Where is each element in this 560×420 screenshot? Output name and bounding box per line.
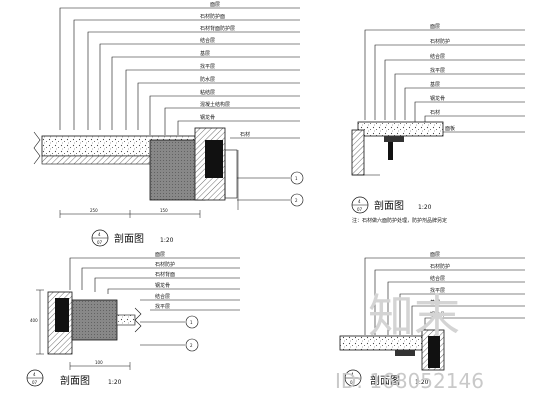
leader-label: 石材背面 <box>155 271 175 278</box>
leader-label: 结合层 <box>155 293 170 300</box>
section-2-leader-labels: 面层 石材防护 结合层 找平层 基层 钢龙骨 石材 面板 <box>430 24 455 132</box>
leader-label: 石材防护 <box>430 38 450 45</box>
ref-number: 4 <box>358 199 361 204</box>
steel-member <box>428 336 440 368</box>
leader-label: 钢龙骨 <box>155 282 170 289</box>
leader-label: 找平层 <box>200 63 215 70</box>
watermark-brand: 知末 <box>368 289 460 343</box>
section-4: 面层 石材防护 结合层 找平层 基层 钢龙骨 4 07 剖面图 1:20 <box>339 252 525 387</box>
section-3: 面层 石材防护 石材背面 钢龙骨 结合层 找平层 1 2 400 <box>26 252 240 387</box>
steel-member <box>384 136 404 142</box>
section-title: 剖面图 <box>374 199 404 212</box>
ref-sheet: 07 <box>357 207 363 212</box>
leader-label: 基层 <box>200 50 210 57</box>
section-1-callouts <box>237 171 304 207</box>
section-3-title-block: 4 07 剖面图 1:20 <box>26 369 122 387</box>
callout-number: 2 <box>295 198 298 203</box>
section-scale: 1:20 <box>160 237 174 244</box>
section-note: 注：石材做六面防护处理，防护剂品牌另定 <box>352 217 447 224</box>
leader-label: 基层 <box>430 299 440 306</box>
leader-label: 钢龙骨 <box>430 311 445 318</box>
break-line <box>33 131 41 165</box>
leader-label: 石材 <box>430 109 440 116</box>
leader-label: 石材防护 <box>155 261 175 268</box>
section-1-leaders <box>59 7 300 139</box>
leader-label: 石材背面防护层 <box>200 25 235 32</box>
steel-member <box>205 140 223 178</box>
section-1-dimensions <box>59 150 239 218</box>
section-4-leaders <box>364 257 525 335</box>
section-2-leaders <box>364 29 525 133</box>
watermark-id: ID: 168052146 <box>335 369 484 393</box>
leader-label: 防水层 <box>200 76 215 83</box>
watermark: 知末 ID: 168052146 <box>335 289 484 393</box>
leader-label: 找平层 <box>430 67 445 74</box>
ref-sheet: 07 <box>32 380 38 385</box>
dimension-value: 250 <box>90 208 98 213</box>
leader-label: 石材防护面 <box>200 13 225 20</box>
leader-label: 找平层 <box>155 303 170 310</box>
section-3-leaders <box>69 257 240 311</box>
section-2: 面层 石材防护 结合层 找平层 基层 钢龙骨 石材 面板 4 07 剖面图 1:… <box>351 24 525 224</box>
leader-label: 钢龙骨 <box>200 114 215 121</box>
leader-label: 面板 <box>445 125 455 132</box>
section-3-callouts <box>140 315 199 352</box>
section-3-leader-labels: 面层 石材防护 石材背面 钢龙骨 结合层 找平层 <box>155 252 175 310</box>
section-title: 剖面图 <box>114 232 144 245</box>
break-line <box>134 307 142 333</box>
leader-label: 面层 <box>155 252 165 258</box>
section-title: 剖面图 <box>60 374 90 387</box>
stone-slab <box>357 121 444 137</box>
leader-label: 找平层 <box>430 287 445 294</box>
leader-label: 钢龙骨 <box>430 95 445 102</box>
leader-label: 结合层 <box>430 53 445 60</box>
bracket <box>395 350 415 356</box>
leader-label: 石材防护 <box>430 263 450 270</box>
stone-slab <box>116 314 136 326</box>
steel-member <box>55 298 69 332</box>
callout-number: 1 <box>190 320 193 325</box>
frame-profile <box>224 149 238 199</box>
ref-number: 4 <box>351 372 354 377</box>
section-4-leader-labels: 面层 石材防护 结合层 找平层 基层 钢龙骨 <box>430 252 450 318</box>
section-title: 剖面图 <box>370 374 400 387</box>
bracket <box>388 142 393 160</box>
ref-number: 4 <box>33 372 36 377</box>
leader-label: 结合层 <box>200 37 215 44</box>
ref-number: 4 <box>98 232 101 237</box>
section-scale: 1:20 <box>415 379 429 386</box>
section-4-title-block: 4 07 剖面图 1:20 <box>344 369 429 387</box>
leader-label: 混凝土结构层 <box>200 101 230 108</box>
callout-number: 1 <box>295 176 298 181</box>
leader-label: 粘结层 <box>200 89 215 96</box>
leader-label: 面层 <box>430 252 440 258</box>
section-2-title-block: 4 07 剖面图 1:20 <box>351 196 432 214</box>
dimension-value: 150 <box>160 208 168 213</box>
leader-label: 结合层 <box>430 275 445 282</box>
section-1-leader-labels: 面层 石材防护面 石材背面防护层 结合层 基层 找平层 防水层 粘结层 混凝土结… <box>200 2 250 138</box>
leader-label: 石材 <box>240 131 250 138</box>
section-scale: 1:20 <box>108 379 122 386</box>
section-1: 面层 石材防护面 石材背面防护层 结合层 基层 找平层 防水层 粘结层 混凝土结… <box>33 2 304 247</box>
section-1-title-block: 4 07 剖面图 1:20 <box>91 229 174 247</box>
concrete-block <box>71 299 118 341</box>
leader-label: 面层 <box>210 2 220 8</box>
ref-sheet: 07 <box>97 240 103 245</box>
callout-number: 2 <box>190 343 193 348</box>
wall-section <box>351 129 365 176</box>
dimension-value: 100 <box>95 360 103 365</box>
base-layer <box>41 155 153 165</box>
section-scale: 1:20 <box>418 204 432 211</box>
dimension-value: 400 <box>30 318 38 323</box>
ref-sheet: 07 <box>350 380 356 385</box>
leader-label: 基层 <box>430 81 440 88</box>
leader-label: 面层 <box>430 24 440 30</box>
section-3-dimensions <box>36 289 131 370</box>
